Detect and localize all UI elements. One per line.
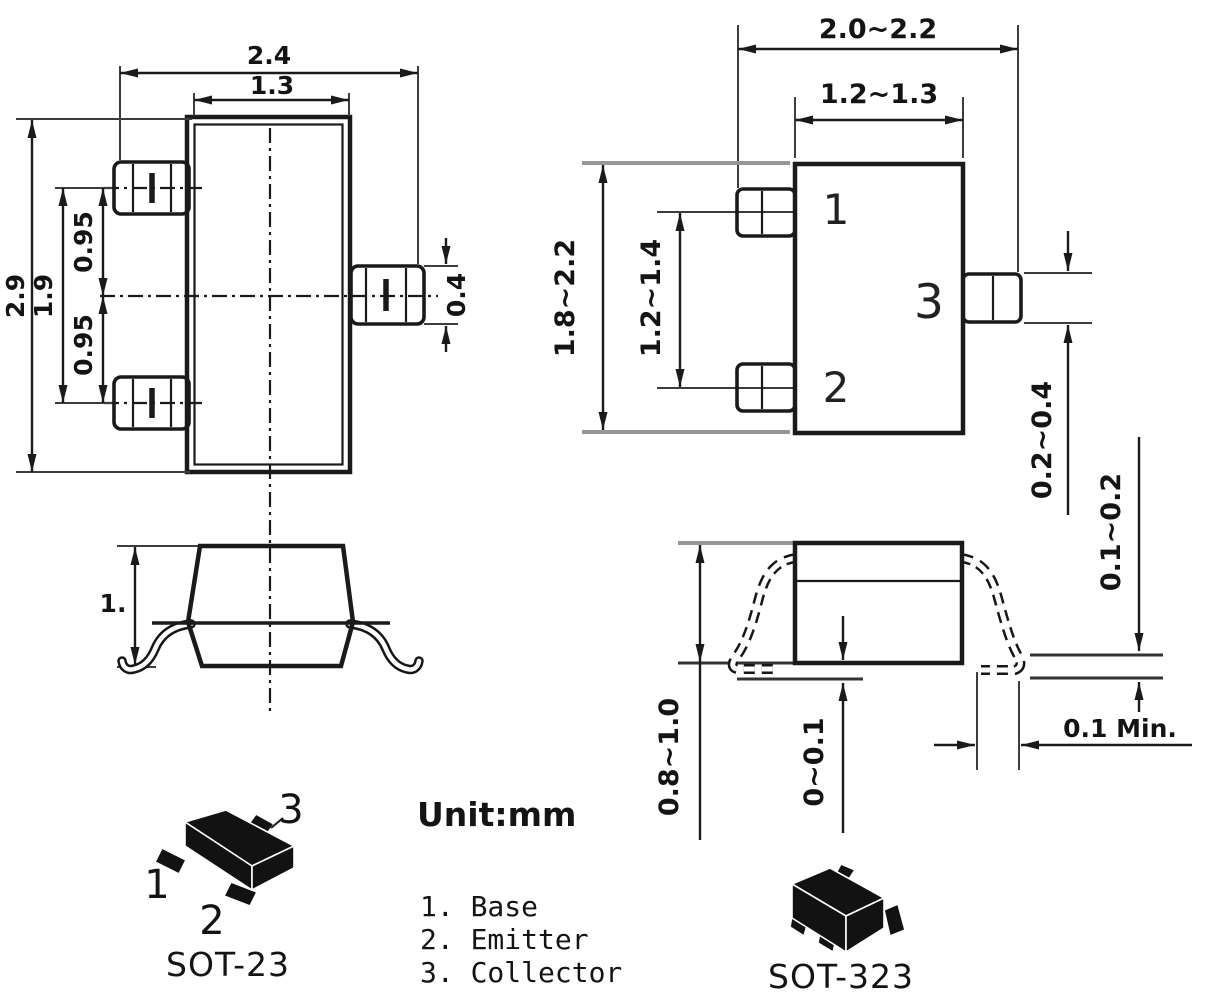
- sot323-package-name: SOT-323: [768, 957, 914, 996]
- sot23-pin-top: [112, 160, 191, 216]
- sot323-dim-lead-thickness: 0.1~0.2: [1096, 437, 1144, 712]
- sot323-overall-height-label: 1.8~2.2: [550, 239, 581, 357]
- legend: Unit:mm 1. Base 2. Emitter 3. Collector: [417, 795, 622, 989]
- sot323-dim-pin-span: 1.2~1.4: [636, 213, 685, 387]
- sot323-pin3-number: 3: [914, 275, 944, 330]
- sot23-side-lead-left: [117, 619, 196, 675]
- sot323-3d-leg3: [883, 903, 906, 937]
- sot23-dim-overall-width: 2.4: [119, 41, 419, 264]
- sot323-dim-overall-width: 2.0~2.2: [737, 14, 1019, 272]
- sot323-pin1-number: 1: [823, 185, 850, 234]
- sot323-top-view: 2.0~2.2 1.2~1.3 1.8~2.2 1.2~1.4 1 2 3: [550, 14, 1092, 515]
- sot23-pin-span-label: 1.9: [29, 274, 58, 318]
- sot323-side-body: [792, 540, 965, 666]
- sot23-top-view: 2.4 1.3 2.9 1.9 0.95 0.: [1, 41, 471, 712]
- sot323-pin3: [961, 272, 1023, 324]
- sot323-pin-span-label: 1.2~1.4: [636, 239, 667, 357]
- sot323-standoff-label: 0~0.1: [799, 717, 830, 806]
- sot23-3d-view: 1 2 3 SOT-23: [144, 787, 303, 984]
- sot323-dim-height: 0.8~1.0: [654, 545, 705, 840]
- sot323-side-lead-left: [727, 553, 798, 674]
- sot323-3d-view: SOT-323: [768, 863, 914, 996]
- sot323-foot-length-label: 0.1 Min.: [1063, 714, 1177, 743]
- sot23-3d-pin3-leader: [270, 817, 284, 829]
- sot23-side-lead-right: [345, 619, 424, 675]
- sot323-dim-pin-width: 0.2~0.4: [1024, 231, 1092, 515]
- sot23-dim-pin-pitch-bottom: 0.95: [69, 296, 108, 403]
- sot323-lead-thickness-label: 0.1~0.2: [1096, 473, 1127, 591]
- sot23-pin-pitch-bottom-label: 0.95: [69, 314, 98, 376]
- sot23-pin-width-label: 0.4: [442, 273, 471, 317]
- sot23-dim-pin-width: 0.4: [424, 238, 471, 352]
- sot23-body-width-label: 1.3: [250, 71, 294, 100]
- sot23-side-height-label: 1.: [100, 589, 127, 618]
- sot323-height-label: 0.8~1.0: [654, 698, 685, 816]
- sot23-pin-right: [349, 264, 426, 326]
- sot323-dim-overall-height: 1.8~2.2: [550, 165, 608, 430]
- sot323-pin1: [735, 187, 797, 238]
- sot323-pin2-number: 2: [823, 363, 850, 412]
- sot23-overall-width-label: 2.4: [247, 41, 291, 70]
- sot323-dim-body-width: 1.2~1.3: [794, 79, 964, 158]
- sot323-side-view: 0.8~1.0 0~0.1 0.1~0.2 0.1 Min.: [654, 437, 1192, 840]
- sot323-pin-width-label: 0.2~0.4: [1027, 381, 1058, 499]
- sot23-body-outer: [184, 114, 353, 475]
- legend-emitter: 2. Emitter: [420, 923, 589, 956]
- sot23-3d-pin2: [223, 881, 258, 907]
- sot23-3d-pin1: [154, 847, 187, 875]
- sot323-body-width-label: 1.2~1.3: [820, 79, 938, 110]
- sot23-dim-overall-height: 2.9: [1, 118, 192, 473]
- sot23-3d-pin2-label: 2: [199, 898, 224, 944]
- sot323-pin2: [735, 362, 797, 413]
- unit-label: Unit:mm: [417, 795, 576, 834]
- sot23-package-name: SOT-23: [166, 945, 290, 984]
- sot23-side-view: 1.: [100, 543, 424, 675]
- sot23-body-inner: [193, 123, 344, 466]
- sot23-3d-pin1-label: 1: [144, 862, 169, 908]
- sot323-side-lead-right: [959, 553, 1026, 675]
- sot23-3d-pin3-label: 3: [278, 787, 303, 833]
- sot23-overall-height-label: 2.9: [1, 274, 30, 318]
- sot323-dim-foot-length: 0.1 Min.: [934, 672, 1192, 770]
- sot23-pin-bottom: [112, 375, 191, 431]
- sot23-pin-pitch-top-label: 0.95: [69, 211, 98, 273]
- sot23-dim-body-width: 1.3: [193, 71, 350, 116]
- sot323-3d-side-face: [845, 897, 885, 953]
- legend-base: 1. Base: [420, 890, 538, 923]
- sot23-3d-side-face: [251, 845, 295, 891]
- sot323-dim-standoff: 0~0.1: [799, 616, 848, 833]
- sot323-overall-width-label: 2.0~2.2: [819, 14, 937, 45]
- legend-collector: 3. Collector: [420, 956, 622, 989]
- sot23-dim-pin-pitch-top: 0.95: [69, 188, 108, 296]
